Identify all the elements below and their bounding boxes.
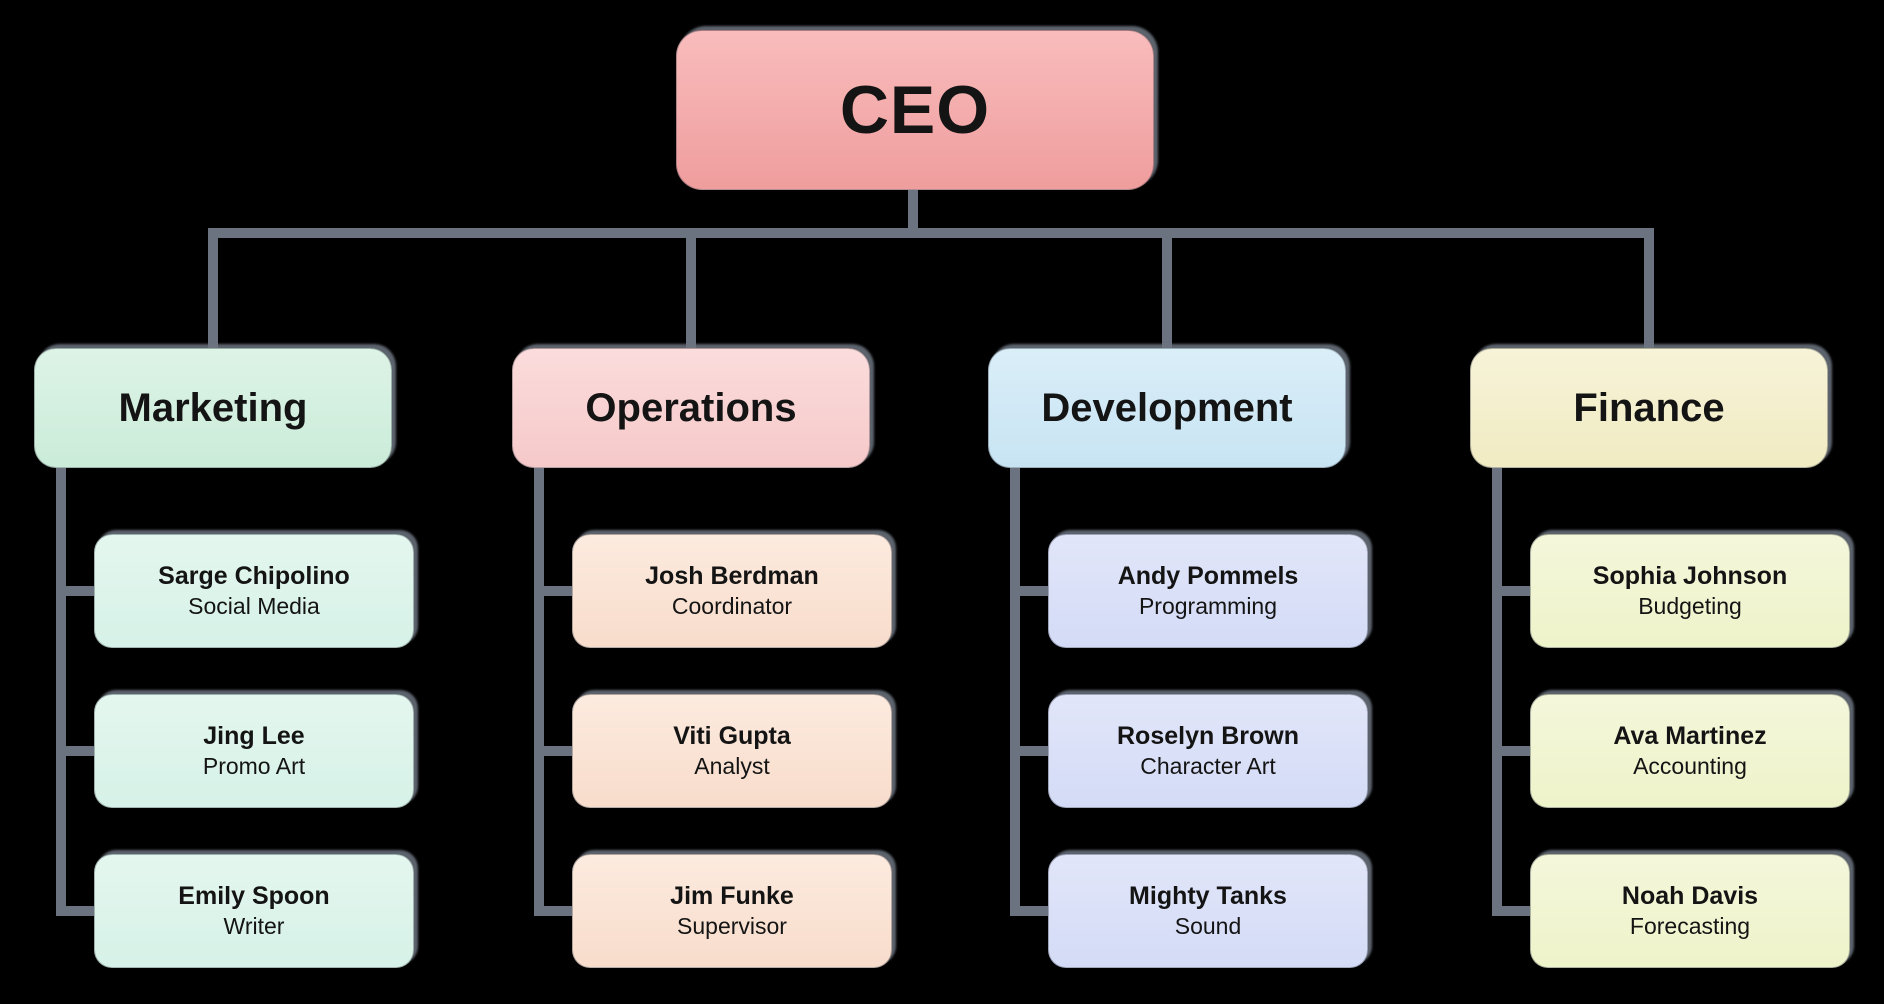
drop-line-development (1162, 228, 1172, 352)
member-name: Mighty Tanks (1129, 881, 1287, 910)
ceo-stem-line (908, 190, 918, 238)
member-role: Coordinator (671, 593, 793, 620)
department-column-development: Development Andy Pommels Programming Ros… (988, 348, 1370, 970)
department-node-operations: Operations (512, 348, 870, 468)
member-node: Sophia Johnson Budgeting (1530, 534, 1850, 648)
department-label: Development (1041, 385, 1293, 430)
member-name: Jim Funke (670, 881, 794, 910)
department-spine-line (56, 466, 66, 916)
member-role: Accounting (1633, 753, 1747, 780)
member-stub-line (534, 746, 578, 756)
member-stub-line (1492, 586, 1536, 596)
member-name: Josh Berdman (645, 561, 819, 590)
member-node: Sarge Chipolino Social Media (94, 534, 414, 648)
member-node: Emily Spoon Writer (94, 854, 414, 968)
member-role: Analyst (694, 753, 770, 780)
member-role: Sound (1174, 913, 1242, 940)
member-stub-line (56, 746, 100, 756)
member-stub-line (56, 586, 100, 596)
drop-line-finance (1644, 228, 1654, 352)
member-name: Noah Davis (1621, 881, 1759, 910)
member-node: Mighty Tanks Sound (1048, 854, 1368, 968)
member-node: Jim Funke Supervisor (572, 854, 892, 968)
member-stub-line (1492, 906, 1536, 916)
department-label: Operations (585, 385, 797, 430)
drop-line-operations (686, 228, 696, 352)
member-node: Noah Davis Forecasting (1530, 854, 1850, 968)
department-column-finance: Finance Sophia Johnson Budgeting Ava Mar… (1470, 348, 1852, 970)
ceo-node: CEO (676, 30, 1154, 190)
member-stub-line (1010, 746, 1054, 756)
member-name: Jing Lee (203, 721, 305, 750)
member-stub-line (534, 586, 578, 596)
member-node: Andy Pommels Programming (1048, 534, 1368, 648)
member-stub-line (1010, 906, 1054, 916)
department-column-operations: Operations Josh Berdman Coordinator Viti… (512, 348, 894, 970)
department-node-marketing: Marketing (34, 348, 392, 468)
department-label: Marketing (118, 385, 308, 430)
member-name: Sophia Johnson (1592, 561, 1788, 590)
member-stub-line (56, 906, 100, 916)
member-role: Forecasting (1629, 913, 1751, 940)
member-name: Roselyn Brown (1117, 721, 1299, 750)
department-spine-line (534, 466, 544, 916)
drop-line-marketing (208, 228, 218, 352)
member-role: Writer (223, 913, 285, 940)
member-name: Viti Gupta (673, 721, 791, 750)
member-node: Ava Martinez Accounting (1530, 694, 1850, 808)
department-column-marketing: Marketing Sarge Chipolino Social Media J… (34, 348, 416, 970)
ceo-label: CEO (839, 72, 991, 148)
department-spine-line (1492, 466, 1502, 916)
member-name: Andy Pommels (1117, 561, 1299, 590)
member-role: Programming (1138, 593, 1278, 620)
member-role: Supervisor (677, 913, 787, 940)
department-spine-line (1010, 466, 1020, 916)
member-role: Promo Art (202, 753, 306, 780)
member-name: Sarge Chipolino (158, 561, 350, 590)
member-name: Emily Spoon (178, 881, 330, 910)
department-spanning-line (208, 228, 1654, 238)
member-stub-line (1010, 586, 1054, 596)
member-node: Viti Gupta Analyst (572, 694, 892, 808)
member-role: Character Art (1140, 753, 1276, 780)
member-stub-line (1492, 746, 1536, 756)
department-node-finance: Finance (1470, 348, 1828, 468)
member-stub-line (534, 906, 578, 916)
member-role: Budgeting (1638, 593, 1742, 620)
member-node: Josh Berdman Coordinator (572, 534, 892, 648)
member-node: Jing Lee Promo Art (94, 694, 414, 808)
department-label: Finance (1573, 385, 1725, 430)
member-node: Roselyn Brown Character Art (1048, 694, 1368, 808)
member-name: Ava Martinez (1613, 721, 1767, 750)
department-node-development: Development (988, 348, 1346, 468)
member-role: Social Media (188, 593, 320, 620)
